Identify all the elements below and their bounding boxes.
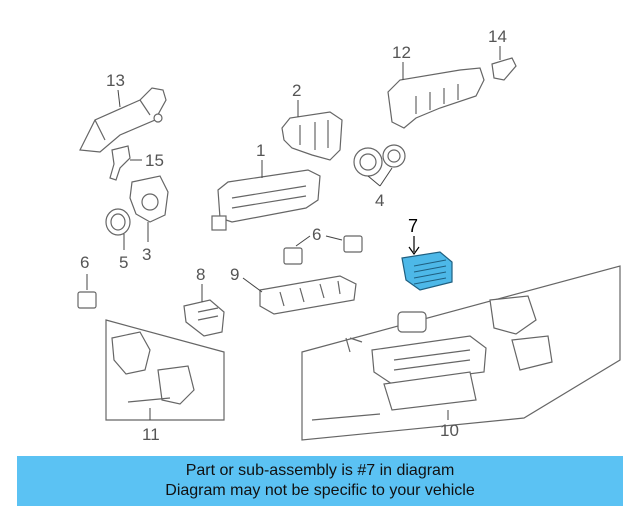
part-13-duct	[79, 87, 167, 153]
label-10: 10	[440, 421, 459, 440]
label-6-left: 6	[80, 253, 89, 272]
info-banner: Part or sub-assembly is #7 in diagram Di…	[17, 456, 623, 506]
banner-line-2: Diagram may not be specific to your vehi…	[165, 482, 475, 499]
label-3: 3	[142, 245, 151, 264]
label-2: 2	[292, 81, 301, 100]
label-14: 14	[488, 27, 507, 46]
part-8-vent	[183, 284, 225, 337]
label-9: 9	[230, 265, 239, 284]
part-3-vent-housing	[129, 175, 169, 242]
part-14-clip	[491, 46, 517, 81]
part-6-clip-left	[77, 274, 97, 309]
part-10-assembly-box	[301, 265, 621, 441]
label-1: 1	[256, 141, 265, 160]
label-7: 7	[408, 216, 418, 236]
part-5-round-vent	[105, 208, 131, 250]
part-12-duct	[387, 62, 485, 129]
part-1-vent-assembly	[211, 160, 321, 231]
part-6-clips-center	[283, 235, 363, 265]
label-12: 12	[392, 43, 411, 62]
banner-line-1: Part or sub-assembly is #7 in diagram	[185, 462, 455, 479]
part-7-highlighted-vent	[401, 236, 453, 291]
part-11-assembly-box	[105, 319, 225, 421]
part-15-bracket	[109, 145, 142, 181]
label-5: 5	[119, 253, 128, 272]
label-13: 13	[106, 71, 125, 90]
label-4: 4	[375, 191, 384, 210]
label-15: 15	[145, 151, 164, 170]
part-9-vent-panel	[242, 275, 357, 315]
part-2-center-vent-bracket	[281, 100, 343, 161]
label-6-center: 6	[312, 225, 321, 244]
label-11: 11	[142, 425, 160, 444]
part-4-round-vents	[353, 144, 406, 187]
label-8: 8	[196, 265, 205, 284]
